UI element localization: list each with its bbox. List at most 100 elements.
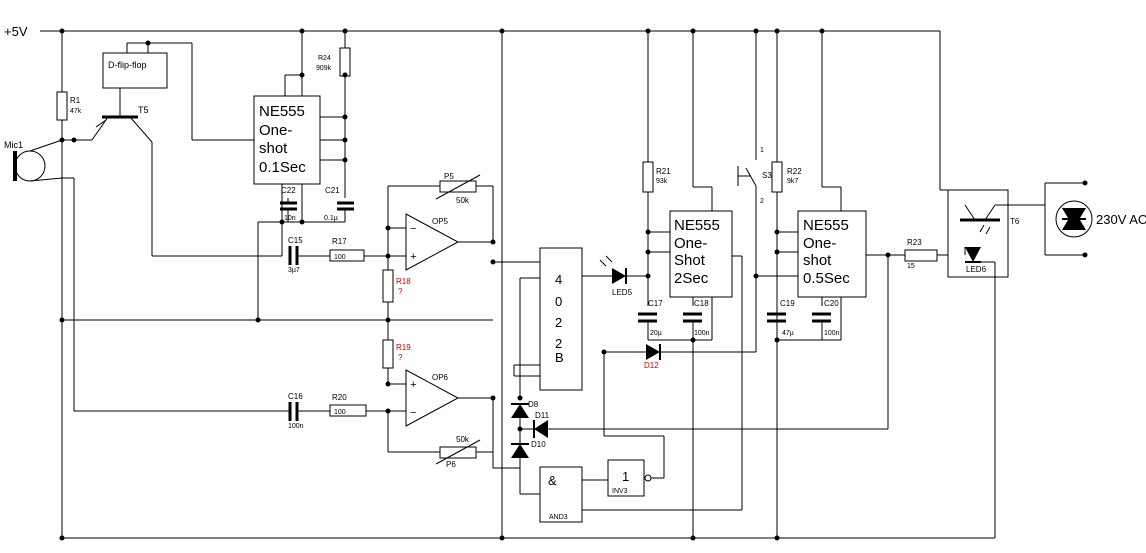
svg-text:1: 1 — [760, 147, 764, 154]
diode-d12: D12 — [604, 344, 661, 370]
svg-text:−: − — [410, 407, 416, 419]
resistor-r24: R24 909k — [316, 31, 351, 198]
resistor-r20: R20 100 — [329, 393, 367, 417]
load-label: 230V AC — [1096, 212, 1146, 227]
svg-text:10n: 10n — [284, 215, 296, 222]
mic-label: Mic1 — [4, 140, 23, 150]
svg-text:R21: R21 — [656, 167, 671, 176]
svg-text:OP6: OP6 — [432, 373, 449, 382]
svg-text:100n: 100n — [288, 423, 304, 430]
switch-s3[interactable]: S3 1 2 — [737, 140, 772, 352]
svg-text:R1: R1 — [70, 96, 81, 105]
potentiometer-p5: P5 50k — [435, 172, 481, 205]
svg-text:D8: D8 — [528, 400, 539, 409]
svg-text:P5: P5 — [444, 172, 454, 181]
svg-text:NE555: NE555 — [674, 217, 720, 234]
svg-text:R23: R23 — [907, 238, 922, 247]
svg-text:2: 2 — [760, 198, 764, 205]
capacitor-c20: C20 100n — [812, 299, 840, 340]
svg-text:0.1µ: 0.1µ — [324, 215, 338, 222]
supply-label: +5V — [4, 24, 28, 39]
svg-text:T5: T5 — [138, 105, 149, 115]
led-led5: LED5 — [582, 255, 633, 297]
svg-text:shot: shot — [259, 140, 288, 157]
gate-and3: & AND3 — [539, 466, 583, 523]
svg-text:R24: R24 — [318, 55, 331, 62]
triac-load: 230V AC — [1044, 182, 1146, 256]
diode-d8: D8 — [511, 400, 539, 418]
svg-text:AND3: AND3 — [549, 514, 568, 521]
svg-text:47k: 47k — [70, 108, 82, 115]
svg-text:P6: P6 — [446, 460, 456, 469]
svg-text:B: B — [555, 350, 564, 365]
svg-text:C22: C22 — [281, 186, 296, 195]
svg-text:R20: R20 — [332, 393, 347, 402]
svg-text:C17: C17 — [648, 299, 663, 308]
svg-text:shot: shot — [803, 252, 832, 269]
svg-text:R18: R18 — [396, 277, 411, 286]
capacitor-c16: C16 100n — [74, 392, 330, 430]
capacitor-c22: C22 10n — [280, 186, 297, 222]
svg-text:3µ7: 3µ7 — [288, 267, 300, 274]
svg-text:&: & — [548, 473, 557, 488]
svg-text:93k: 93k — [656, 178, 668, 185]
opamp-op6: + − OP6 — [405, 369, 460, 427]
svg-text:20µ: 20µ — [650, 330, 662, 337]
svg-text:?: ? — [398, 353, 403, 362]
svg-text:One-: One- — [259, 122, 292, 139]
svg-text:2: 2 — [555, 315, 562, 330]
ic-oneshot-05s: NE555 One- shot 0.5Sec — [797, 210, 867, 298]
svg-text:C21: C21 — [325, 186, 340, 195]
svg-text:Shot: Shot — [674, 252, 706, 269]
svg-text:?: ? — [398, 287, 403, 296]
svg-text:4: 4 — [555, 272, 562, 287]
svg-text:100n: 100n — [824, 330, 840, 337]
svg-text:LED5: LED5 — [612, 288, 633, 297]
svg-text:100: 100 — [334, 409, 346, 416]
svg-text:100n: 100n — [694, 330, 710, 337]
capacitor-c18: C18 100n — [683, 299, 710, 340]
svg-text:0: 0 — [555, 294, 562, 309]
svg-text:−: − — [410, 223, 416, 235]
svg-text:1: 1 — [622, 469, 629, 484]
svg-text:NE555: NE555 — [803, 217, 849, 234]
ic-counter-4022b: 4 0 2 2 B — [539, 247, 583, 391]
d-flip-flop: D-flip-flop — [102, 52, 168, 89]
svg-text:T6: T6 — [1010, 217, 1020, 226]
svg-text:D12: D12 — [644, 361, 659, 370]
svg-text:9k7: 9k7 — [787, 178, 798, 185]
transistor-t5: T5 — [91, 88, 153, 143]
svg-text:+: + — [410, 379, 416, 391]
resistor-r22: R22 9k7 — [771, 161, 802, 193]
svg-text:2: 2 — [555, 336, 562, 351]
gate-inv3: 1 INV3 — [607, 459, 652, 497]
svg-text:R17: R17 — [332, 237, 347, 246]
resistor-r23: R23 15 — [904, 238, 938, 270]
svg-text:50k: 50k — [456, 435, 470, 444]
svg-text:47µ: 47µ — [782, 330, 794, 337]
potentiometer-p6: 50k P6 — [435, 435, 481, 469]
svg-text:OP5: OP5 — [432, 217, 449, 226]
opamp-op5: − + OP5 — [405, 213, 460, 271]
svg-text:100: 100 — [334, 254, 346, 261]
svg-text:50k: 50k — [456, 196, 470, 205]
svg-text:C20: C20 — [824, 299, 839, 308]
svg-text:R22: R22 — [787, 167, 802, 176]
svg-text:NE555: NE555 — [259, 103, 305, 120]
svg-text:INV3: INV3 — [612, 488, 628, 495]
svg-text:C18: C18 — [694, 299, 709, 308]
ic-oneshot-01s: NE555 One- shot 0.1Sec — [253, 95, 321, 185]
diode-d11: D11 — [533, 411, 550, 438]
svg-text:C15: C15 — [288, 236, 303, 245]
resistor-r1: R1 47k — [56, 31, 82, 538]
resistor-r19: R19 ? — [382, 339, 411, 384]
capacitor-c15: C15 3µ7 — [288, 236, 330, 274]
svg-text:LED6: LED6 — [966, 265, 987, 274]
diode-d10: D10 — [511, 440, 546, 458]
capacitor-c19: C19 47µ — [767, 299, 795, 337]
svg-text:D11: D11 — [535, 411, 550, 420]
capacitor-c21: C21 0.1µ — [324, 186, 354, 222]
microphone: Mic1 — [4, 139, 63, 182]
resistor-r21: R21 93k — [642, 161, 671, 193]
